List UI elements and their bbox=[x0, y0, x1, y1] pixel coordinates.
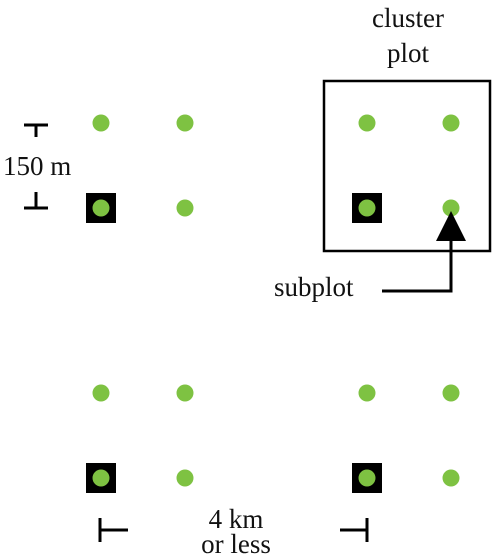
subplot-dot bbox=[442, 199, 460, 217]
subplot-arrow bbox=[382, 211, 466, 293]
subplot-dot bbox=[358, 384, 376, 402]
subplot-dot bbox=[92, 469, 110, 487]
subplot-dot bbox=[442, 384, 460, 402]
cluster-label-line1: cluster bbox=[372, 3, 444, 33]
subplot-dot bbox=[442, 114, 460, 132]
cluster-plot-frame bbox=[322, 79, 492, 253]
subplot-dot bbox=[358, 469, 376, 487]
scale-bar-150m bbox=[24, 123, 48, 210]
scale-label-150m: 150 m bbox=[3, 151, 71, 181]
subplot-dot bbox=[92, 199, 110, 217]
subplot-dot bbox=[176, 469, 194, 487]
subplot-dot bbox=[176, 384, 194, 402]
subplot-dots bbox=[86, 114, 460, 493]
subplot-dot bbox=[176, 114, 194, 132]
subplot-dot bbox=[358, 114, 376, 132]
subplot-dot bbox=[176, 199, 194, 217]
subplot-label: subplot bbox=[274, 272, 354, 302]
scale-label-4km-line1: 4 km bbox=[209, 504, 264, 534]
scale-bar-4km bbox=[98, 518, 369, 542]
subplot-dot bbox=[92, 114, 110, 132]
subplot-dot bbox=[358, 199, 376, 217]
cluster-label-line2: plot bbox=[387, 38, 430, 68]
subplot-dot bbox=[92, 384, 110, 402]
subplot-dot bbox=[442, 469, 460, 487]
scale-label-4km-line2: or less bbox=[201, 529, 271, 559]
